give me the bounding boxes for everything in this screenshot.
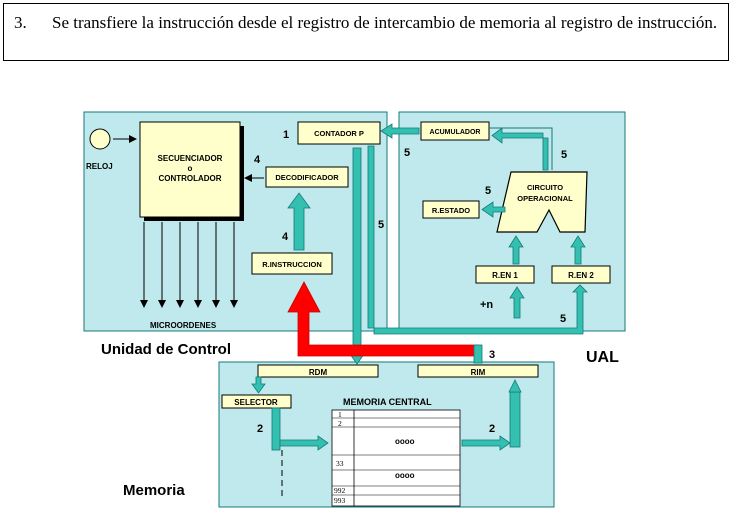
circuit-label-2: OPERACIONAL [517,194,573,203]
step-caption: 3. Se transfiere la instrucción desde el… [3,3,729,61]
step5-label-bus: 5 [560,313,566,325]
operational-circuit-shape [496,171,588,233]
pc-to-ren2-bus [367,145,588,335]
memory-grid [331,409,461,507]
rdm-to-selector-arrow [251,376,266,394]
instruction-register-box [251,252,333,275]
rim-label: RIM [471,368,486,377]
instruction-to-decoder-arrow [287,192,311,251]
sequencer-box [139,121,241,218]
program-counter-label: CONTADOR P [314,129,364,138]
ren2-to-circuit-arrow [570,235,586,265]
memory-row-1: 1 [338,410,342,419]
sequencer-label-2: o [188,164,193,173]
input-register-1-label: R.EN 1 [492,271,518,280]
status-register-label: R.ESTADO [432,206,470,215]
input-register-1-box [475,265,535,284]
sequencer-label-3: CONTROLADOR [158,174,221,183]
step4-label-b: 4 [282,231,289,243]
pc-to-rdm-bus [352,147,362,355]
circuit-to-status-arrow [481,201,506,218]
selector-vertical-bar [271,407,281,451]
microorder-lines [140,222,238,308]
selector-box [221,394,292,409]
instruction-register-label: R.INSTRUCCION [262,260,322,269]
accumulator-box [420,121,490,141]
memory-central-label: MEMORIA CENTRAL [343,397,432,407]
step-text: Se transfiere la instrucción desde el re… [52,13,718,32]
memory-dots-1: oooo [395,437,415,446]
increment-label: +n [480,299,493,311]
input-register-2-label: R.EN 2 [568,271,594,280]
circuit-label-1: CIRCUITO [527,183,563,192]
memory-dots-2: oooo [395,471,415,480]
rim-box [417,364,539,378]
status-register-box [422,200,480,219]
ren1-to-circuit-arrow [508,235,524,265]
memory-title: Memoria [123,482,185,499]
selector-to-memory-arrow [279,435,329,451]
memory-to-rim-horizontal-arrow [461,435,511,451]
memory-row-993: 993 [334,496,346,505]
selector-label: SELECTOR [234,398,278,407]
accumulator-circuit-link [489,127,553,170]
decoder-box [265,166,349,188]
circuit-to-accumulator-arrow [491,127,549,171]
step-number: 3. [14,13,27,32]
memory-row-992: 992 [334,486,346,495]
step1-label: 1 [283,129,289,141]
control-unit-title: Unidad de Control [101,341,231,358]
memory-row-33: 33 [336,459,344,468]
accumulator-to-pc-arrow [380,123,420,139]
sequencer-label-1: SECUENCIADOR [158,154,223,163]
step4-label-a: 4 [254,154,261,166]
rdm-label: RDM [309,368,328,377]
rim-up-arrow [508,379,522,393]
step5-label-status: 5 [485,185,491,197]
step2-label-selector: 2 [257,423,263,435]
step5-label-accumulator: 5 [561,149,567,161]
step2-label-rim: 2 [489,423,495,435]
memory-row-2: 2 [338,419,342,428]
step5-label-pc: 5 [404,147,410,159]
alu-title: UAL [586,349,619,366]
increment-to-ren1-arrow [509,286,525,319]
program-counter-box [297,121,381,145]
input-register-2-box [551,265,611,284]
step5-label-vertical: 5 [378,219,384,231]
decoder-label: DECODIFICADOR [275,173,339,182]
microorders-label: MICROORDENES [150,321,217,330]
rim-vertical-bar [509,391,521,448]
rdm-box [257,364,379,378]
accumulator-label: ACUMULADOR [430,129,481,136]
clock-label: RELOJ [86,162,113,171]
step3-label: 3 [489,349,495,361]
rim-to-instruction-register-active-path [287,281,479,357]
clock-icon [89,128,111,150]
rim-connector [473,344,483,364]
